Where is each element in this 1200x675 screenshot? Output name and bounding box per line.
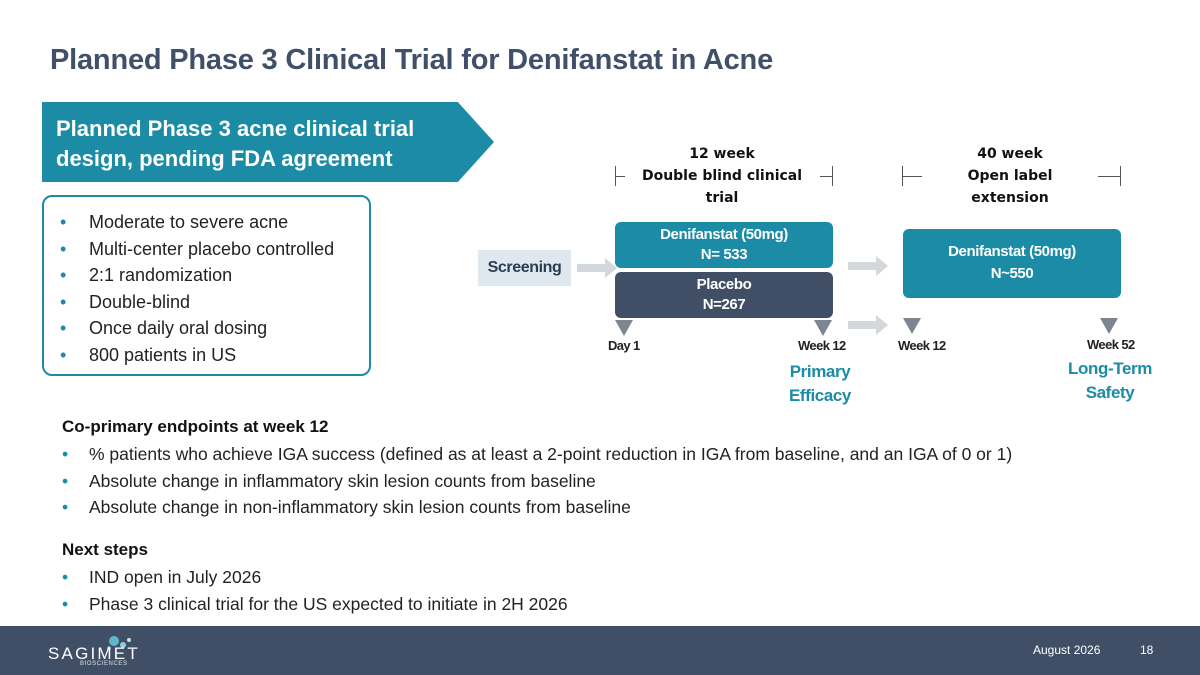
criteria-item: Multi-center placebo controlled [60, 236, 334, 263]
criteria-item: Double-blind [60, 289, 334, 316]
criteria-item: 2:1 randomization [60, 262, 334, 289]
arrow-right-icon [577, 258, 617, 278]
criteria-item: Once daily oral dosing [60, 315, 334, 342]
endpoints-list: % patients who achieve IGA success (defi… [62, 441, 1012, 521]
safety-line-1: Long-Term [1068, 359, 1152, 378]
bracket-tick [1120, 166, 1121, 186]
bracket-line [902, 176, 922, 177]
treatment-arm-n: N= 533 [700, 246, 748, 263]
extension-arm-name: Denifanstat (50mg) [948, 243, 1076, 260]
bracket-line [1098, 176, 1120, 177]
company-logo-subtitle: BIOSCIENCES [80, 661, 128, 667]
arrow-right-icon [848, 256, 888, 276]
down-triangle-icon [814, 320, 832, 336]
endpoint-item: Absolute change in inflammatory skin les… [62, 468, 1012, 495]
endpoint-item: Absolute change in non-inflammatory skin… [62, 494, 1012, 521]
criteria-item: 800 patients in US [60, 342, 334, 369]
screening-box: Screening [478, 250, 571, 286]
bracket-line [615, 176, 625, 177]
bracket-tick [832, 166, 833, 186]
long-term-safety-label: Long-Term Safety [1057, 357, 1163, 405]
page-number: 18 [1140, 643, 1154, 657]
placebo-arm-n: N=267 [702, 296, 746, 313]
banner-line-1: Planned Phase 3 acne clinical trial [56, 116, 415, 141]
logo-dots-icon [107, 636, 131, 650]
timeline-week52: Week 52 [1087, 337, 1135, 352]
footer-date: August 2026 [1033, 643, 1101, 657]
placebo-arm-name: Placebo [696, 276, 752, 293]
open-label-duration: 40 week [977, 146, 1043, 162]
down-triangle-icon [1100, 318, 1118, 334]
timeline-week12-extension: Week 12 [898, 338, 946, 353]
page-title: Planned Phase 3 Clinical Trial for Denif… [50, 44, 773, 76]
primary-line-1: Primary [789, 362, 851, 381]
trial-design-banner: Planned Phase 3 acne clinical trial desi… [42, 102, 494, 182]
primary-line-2: Efficacy [788, 386, 851, 405]
endpoints-heading: Co-primary endpoints at week 12 [62, 417, 329, 436]
open-label-phase-label: 40 week Open label extension [928, 143, 1092, 209]
endpoint-item: % patients who achieve IGA success (defi… [62, 441, 1012, 468]
open-label-name: Open label extension [967, 168, 1053, 206]
timeline-day1: Day 1 [608, 338, 640, 353]
placebo-arm-box: Placebo N=267 [615, 272, 833, 318]
next-steps-list: IND open in July 2026 Phase 3 clinical t… [62, 564, 568, 617]
trial-criteria-box: Moderate to severe acne Multi-center pla… [42, 195, 371, 376]
timeline-week12: Week 12 [798, 338, 846, 353]
criteria-list: Moderate to severe acne Multi-center pla… [60, 209, 334, 369]
treatment-arm-name: Denifanstat (50mg) [660, 226, 788, 243]
double-blind-phase-label: 12 week Double blind clinical trial [628, 143, 816, 209]
next-step-item: IND open in July 2026 [62, 564, 568, 591]
next-steps-heading: Next steps [62, 540, 148, 559]
double-blind-name: Double blind clinical trial [641, 168, 803, 206]
open-label-arm-box: Denifanstat (50mg) N~550 [903, 229, 1121, 298]
criteria-item: Moderate to severe acne [60, 209, 334, 236]
extension-arm-n: N~550 [990, 265, 1034, 282]
company-logo: SAGIMET [48, 644, 140, 663]
double-blind-duration: 12 week [689, 146, 755, 162]
bracket-line [820, 176, 832, 177]
primary-efficacy-label: Primary Efficacy [770, 360, 870, 408]
down-triangle-icon [615, 320, 633, 336]
footer-bar: SAGIMET BIOSCIENCES August 2026 18 [0, 626, 1200, 675]
down-triangle-icon [903, 318, 921, 334]
banner-line-2: design, pending FDA agreement [56, 146, 393, 171]
banner-text: Planned Phase 3 acne clinical trial desi… [56, 114, 456, 174]
arrow-right-icon [848, 315, 888, 335]
denifanstat-arm-box: Denifanstat (50mg) N= 533 [615, 222, 833, 268]
next-step-item: Phase 3 clinical trial for the US expect… [62, 591, 568, 618]
safety-line-2: Safety [1085, 383, 1135, 402]
